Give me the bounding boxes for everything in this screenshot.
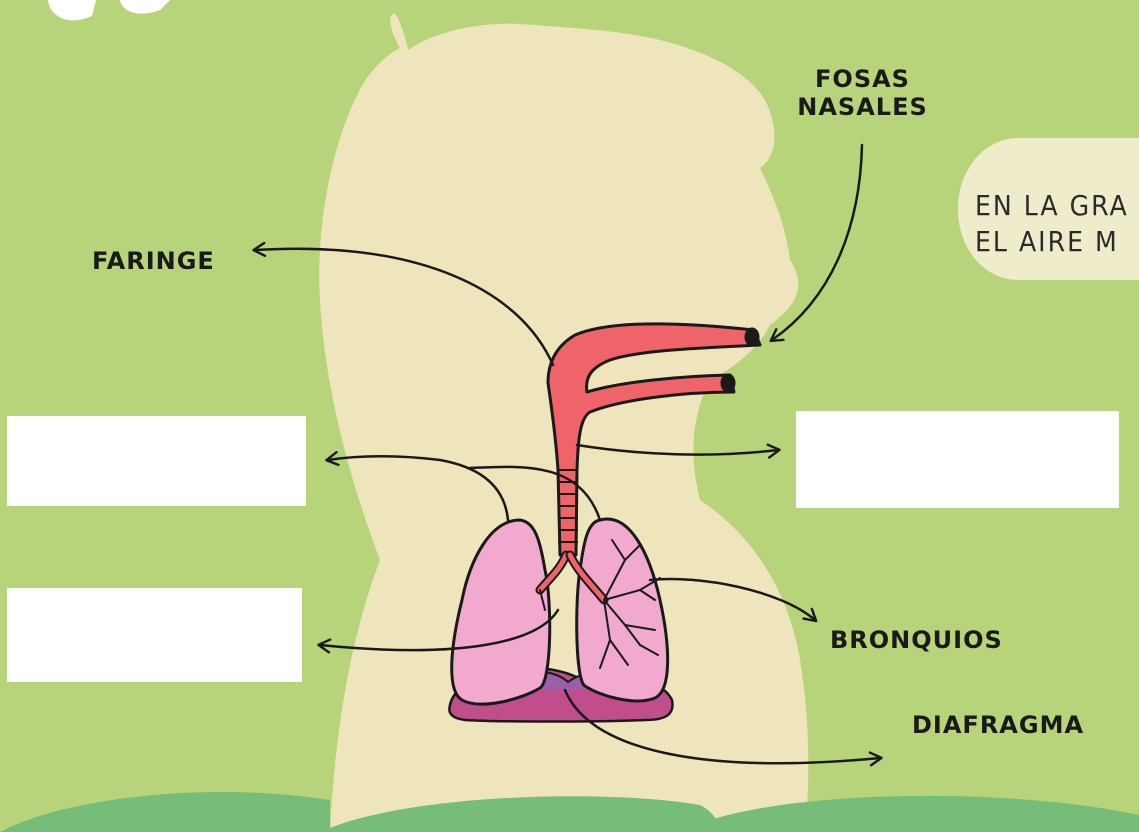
blank-label-box-upper-right[interactable] [796,411,1119,508]
label-fosas-nasales-line1: FOSAS [770,65,955,93]
nostril-upper [746,329,758,345]
label-faringe: FARINGE [92,247,215,275]
bottom-hills [0,792,1139,832]
label-diafragma: DIAFRAGMA [912,711,1084,739]
label-bronquios: BRONQUIOS [830,626,1003,654]
blank-label-box-upper-left[interactable] [7,416,306,506]
label-fosas-nasales: FOSAS NASALES [770,65,955,121]
label-fosas-nasales-line2: NASALES [770,93,955,121]
nostril-lower [722,375,734,391]
blank-label-box-lower-left[interactable] [7,588,302,682]
logo-fragment [48,0,170,20]
